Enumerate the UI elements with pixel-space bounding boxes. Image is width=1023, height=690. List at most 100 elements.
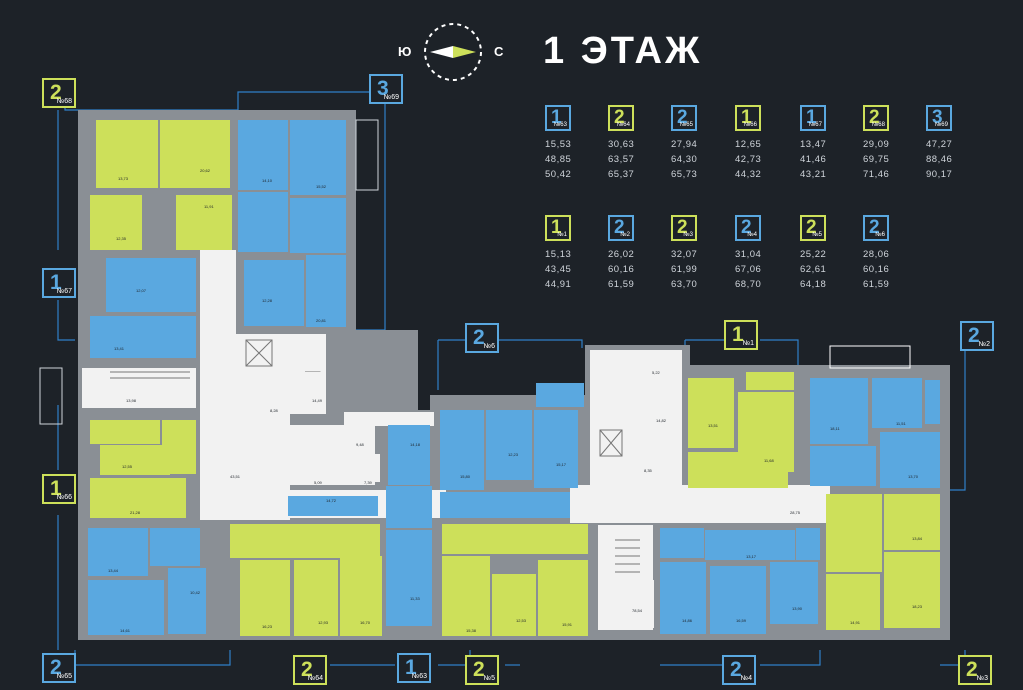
room-area-label: 13,17 [746,554,757,559]
room-count: 2 [869,107,880,128]
room-area-label: 15,17 [556,462,567,467]
room-area-label: 5,09 [314,480,323,485]
room-count: 1 [50,477,62,500]
room-count: 2 [50,81,62,104]
legend-value: 13,47 [800,139,827,150]
room-area-label: 16,23 [262,624,273,629]
apartment-number: №66 [743,122,757,128]
legend-value: 71,46 [863,169,890,180]
room-area-label: 9,48 [356,442,365,447]
room-area-label: 18,23 [912,604,923,609]
room-area-label: 15,91 [562,622,573,627]
legend-value: 67,06 [735,264,762,275]
legend-value: 15,53 [545,139,572,150]
room-area-label: 13,98 [126,398,137,403]
room-count: 2 [473,658,485,681]
apartment-number: №67 [56,288,72,295]
apartment-number: №6 [875,232,885,238]
room-count: 2 [473,326,485,349]
legend-value: 61,59 [863,279,890,290]
apartment-number: №2 [620,232,630,238]
legend-value: 32,07 [671,249,698,260]
apartment-number: №4 [740,675,752,682]
room-count: 2 [968,324,980,347]
room-area-label: 18,11 [830,426,840,431]
room-area-label: 12,55 [122,464,133,469]
room-count: 1 [741,107,752,128]
room-area-label: 11,51 [896,421,906,426]
apartment-number: №1 [742,340,754,347]
legend-value: 31,04 [735,249,762,260]
apartment-number: №66 [56,494,72,501]
room-count: 2 [677,217,688,238]
room-area-label: 13,41 [114,346,125,351]
room-count: 2 [677,107,688,128]
room-area-label: 13,90 [792,606,803,611]
legend-value: 65,73 [671,169,698,180]
apartment-number: №69 [934,122,948,128]
room-area-label: 8,35 [644,468,653,473]
legend-value: 69,75 [863,154,890,165]
room-area-label: 13,44 [108,568,119,573]
legend-value: 68,70 [735,279,762,290]
room-count: 2 [614,217,625,238]
room-area-label: 12,07 [136,288,147,293]
apartment-number: №63 [411,673,427,680]
room-area-label: 11,91 [204,204,214,209]
apartment-number: №65 [56,673,72,680]
legend-value: 50,42 [545,169,572,180]
legend-value: 29,09 [863,139,890,150]
room-count: 1 [551,217,562,238]
apartment-number: №64 [307,675,323,682]
legend-value: 88,46 [926,154,953,165]
room-area-label: 12,35 [116,236,127,241]
legend-value: 42,73 [735,154,762,165]
compass-south-label: Ю [398,44,412,59]
room-area-label: 13,70 [908,474,919,479]
room-area-label: 7,39 [364,480,373,485]
legend-value: 26,02 [608,249,635,260]
room-area-label: 21,28 [130,510,141,515]
compass: Ю С [398,20,508,86]
legend-value: 47,27 [926,139,953,150]
room-area-label: 14,86 [682,618,693,623]
room-area-label: 14,61 [120,628,131,633]
apartment-number: №3 [683,232,693,238]
room-area-label: 14,49 [312,398,323,403]
room-count: 1 [50,271,62,294]
room-area-label: 16,70 [360,620,371,625]
room-area-label: 12,23 [508,452,519,457]
apartment-number: №5 [483,675,495,682]
legend-value: 30,63 [608,139,635,150]
room-count: 1 [732,323,744,346]
